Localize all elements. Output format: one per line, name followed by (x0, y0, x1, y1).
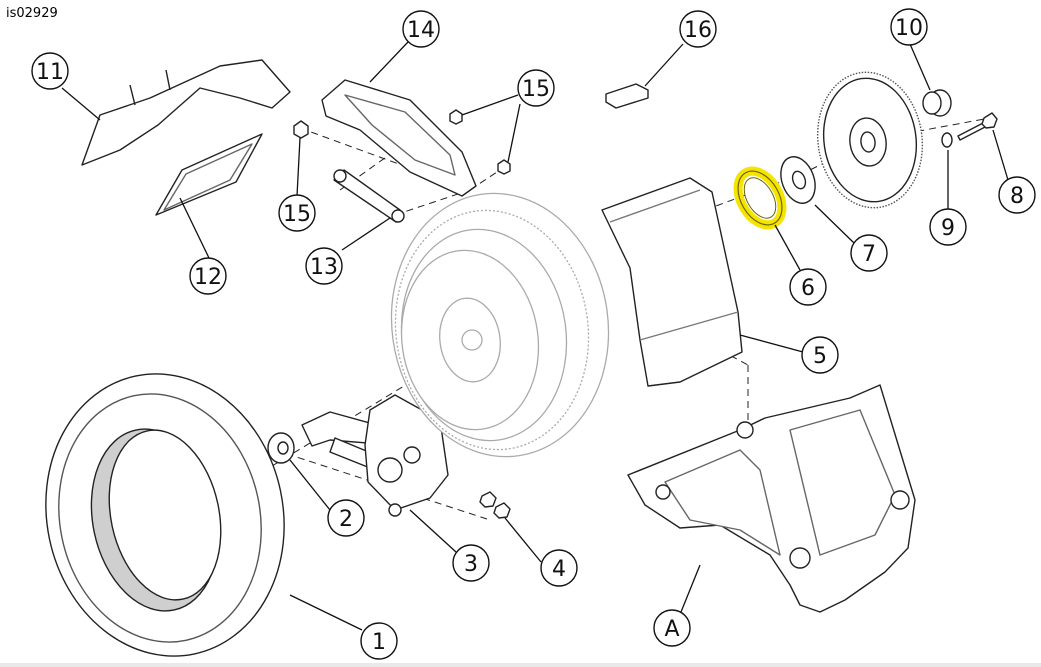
flange-part-7 (780, 156, 816, 204)
callout-9: 9 (929, 208, 967, 246)
fender-part-5 (601, 177, 743, 387)
svg-text:13: 13 (310, 255, 338, 280)
callout-4: 4 (540, 549, 578, 587)
bolt-part-8 (957, 112, 998, 141)
callout-2: 2 (327, 499, 365, 537)
axle-nut-part-10 (922, 89, 952, 117)
callout-10: 10 (890, 8, 928, 46)
callout-14: 14 (402, 10, 440, 48)
svg-text:9: 9 (941, 216, 955, 241)
nuts-part-4 (479, 491, 511, 519)
plate-part-12 (155, 133, 263, 216)
svg-text:7: 7 (862, 242, 876, 267)
svg-text:1: 1 (372, 630, 386, 655)
svg-text:5: 5 (813, 344, 827, 369)
tire-part-1 (45, 373, 285, 657)
svg-text:2: 2 (339, 507, 353, 532)
svg-text:10: 10 (895, 16, 923, 41)
spacer-part-2 (267, 432, 295, 464)
callout-7: 7 (850, 234, 888, 272)
svg-text:11: 11 (36, 60, 64, 85)
svg-text:12: 12 (194, 265, 222, 290)
svg-text:15: 15 (522, 77, 550, 102)
svg-text:16: 16 (684, 18, 712, 43)
svg-text:14: 14 (407, 18, 435, 43)
swingarm-part-a (627, 384, 916, 613)
callout-12: 12 (189, 257, 227, 295)
drive-pulley (816, 71, 924, 209)
rear-wheel-phantom (390, 192, 610, 458)
callout-1: 1 (360, 622, 398, 660)
svg-text:15: 15 (283, 202, 311, 227)
brake-caliper-part-3 (301, 394, 449, 517)
callout-a: A (653, 609, 691, 647)
washer-part-9 (941, 132, 953, 148)
callout-15-left: 15 (278, 194, 316, 232)
ring-part-6-highlighted (733, 166, 787, 230)
bracket-part-11 (81, 59, 291, 166)
callout-13: 13 (305, 247, 343, 285)
callout-15-right: 15 (517, 69, 555, 107)
svg-text:3: 3 (464, 552, 478, 577)
callout-6: 6 (789, 268, 827, 306)
callout-11: 11 (31, 52, 69, 90)
callout-8: 8 (998, 176, 1036, 214)
image-id-label: is02929 (6, 6, 58, 21)
bracket-part-14 (321, 79, 477, 197)
svg-text:6: 6 (801, 276, 815, 301)
svg-text:4: 4 (552, 557, 566, 582)
block-part-16 (605, 83, 649, 109)
nuts-part-15 (293, 109, 511, 175)
svg-text:A: A (664, 617, 679, 642)
rod-part-13 (333, 169, 405, 223)
bottom-divider (0, 663, 1041, 667)
callout-16: 16 (679, 10, 717, 48)
svg-text:8: 8 (1010, 184, 1024, 209)
callout-5: 5 (801, 336, 839, 374)
callout-3: 3 (452, 544, 490, 582)
leader-lines (61, 41, 1009, 631)
